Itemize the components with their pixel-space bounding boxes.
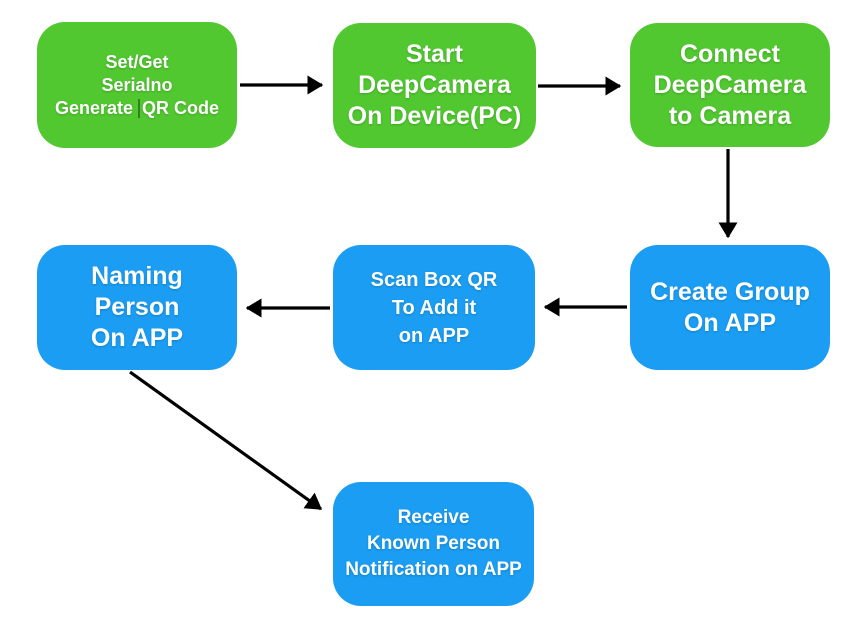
node-text-line: On APP [90,324,184,352]
node-text-line: DeepCamera [653,70,807,99]
node-set-get-serialno: Set/Get Serialno Generate QR Code [37,22,237,148]
node-text-line: Notification on APP [345,559,522,580]
node-text-line: Known Person [366,533,500,554]
node-text-line: Start [406,40,463,68]
arrow-naming-to-receive [129,370,323,511]
node-start-deepcamera: Start DeepCamera On Device(PC) [333,23,536,148]
text-cursor [138,98,141,118]
node-text-line: to Camera [668,101,792,130]
node-set-get-serialno-label: Set/Get Serialno Generate QR Code [55,51,219,120]
node-receive-notification: Receive Known Person Notification on APP [333,482,534,606]
node-text-line: Scan Box QR [370,268,498,291]
node-text-segment: Generate [54,97,134,118]
node-text-line: On APP [683,308,777,337]
node-text-line: Connect [679,39,780,68]
node-text-line: Set/Get [105,51,169,72]
node-naming-person-label: Naming Person On APP [91,261,183,354]
node-create-group-label: Create Group On APP [650,277,810,339]
node-text-line: Naming [91,262,183,290]
node-receive-notification-label: Receive Known Person Notification on APP [345,505,522,583]
node-connect-deepcamera-label: Connect DeepCamera to Camera [654,39,807,132]
node-text-line: Generate QR Code [55,97,219,120]
node-text-line: To Add it [391,296,477,319]
node-text-line: DeepCamera [358,71,511,99]
node-text-line: Person [94,293,180,321]
node-text-line: On Device(PC) [347,102,522,130]
node-naming-person: Naming Person On APP [37,245,237,370]
node-start-deepcamera-label: Start DeepCamera On Device(PC) [348,39,522,132]
node-scan-box-qr-label: Scan Box QR To Add it on APP [371,266,498,350]
node-scan-box-qr: Scan Box QR To Add it on APP [333,245,535,370]
node-text-line: Receive [397,507,470,528]
node-text-line: Create Group [650,277,810,306]
node-text-line: Serialno [101,74,173,95]
node-connect-deepcamera: Connect DeepCamera to Camera [630,23,830,147]
node-create-group: Create Group On APP [630,245,830,370]
node-text-line: on APP [398,324,470,347]
node-text-segment: QR Code [142,97,220,118]
